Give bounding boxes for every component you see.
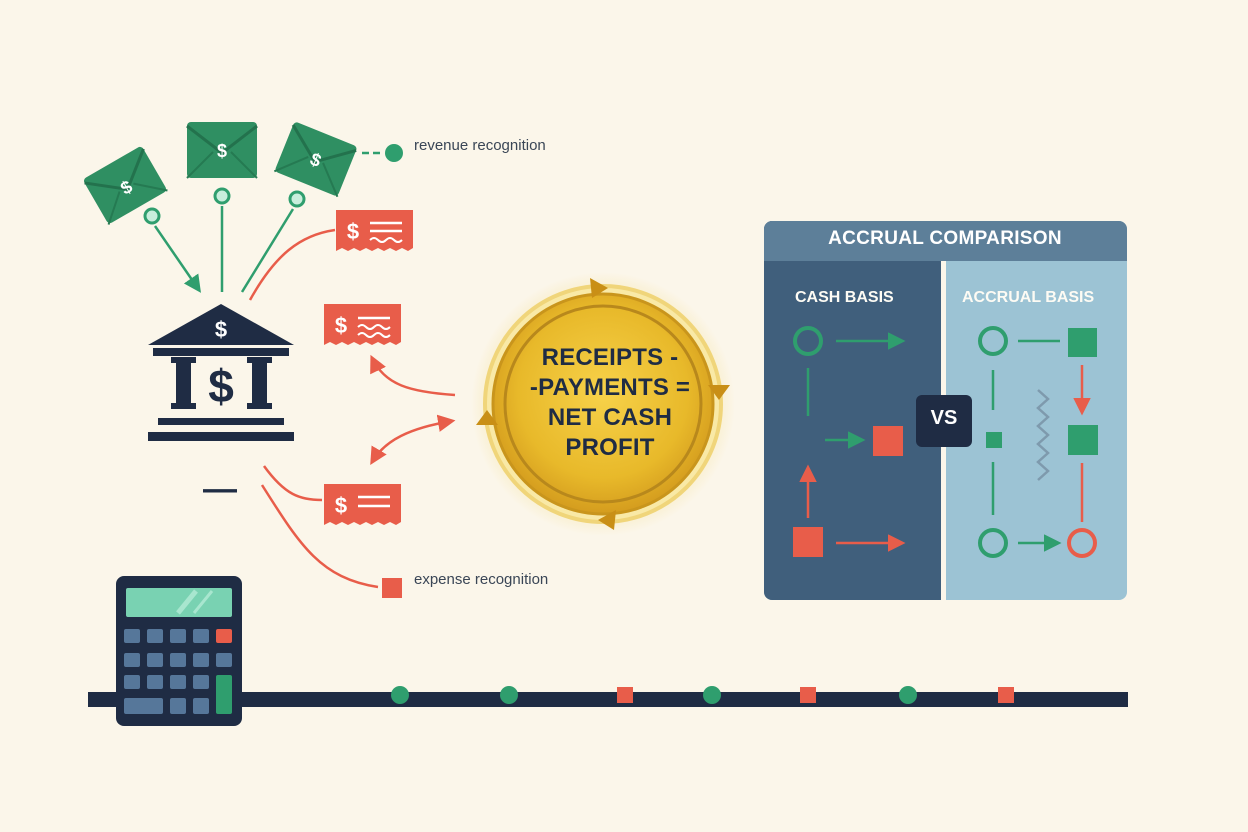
envelope-money-icon-3: $ <box>273 122 357 198</box>
currency-symbol: $ <box>335 313 347 338</box>
timeline-marker-revenue <box>703 686 721 704</box>
timeline-markers <box>391 686 1014 704</box>
vs-label: VS <box>930 407 958 429</box>
envelope-money-icon-2: $ <box>186 122 258 179</box>
expense-legend-square <box>382 578 402 598</box>
accrual-basis-flow <box>978 326 1098 558</box>
node-dot <box>288 190 306 208</box>
currency-symbol: $ <box>335 493 347 518</box>
timeline-marker-revenue <box>500 686 518 704</box>
revenue-recognition-label: revenue recognition <box>414 137 546 154</box>
expense-recognition-label: expense recognition <box>414 571 549 588</box>
currency-symbol: $ <box>208 360 234 412</box>
timeline-marker-expense <box>800 687 816 703</box>
minus-sign: — <box>203 470 237 508</box>
formula-text: RECEIPTS - -PAYMENTS = NET CASH PROFIT <box>510 343 710 463</box>
flow-line <box>262 465 323 502</box>
flow-line <box>248 228 336 301</box>
timeline-marker-expense <box>998 687 1014 703</box>
timeline-marker-revenue <box>391 686 409 704</box>
flow-arrow <box>370 414 456 466</box>
currency-symbol: $ <box>215 317 227 342</box>
timeline-bar <box>88 692 1128 707</box>
cash-basis-title: CASH BASIS <box>795 289 894 306</box>
timeline-marker-revenue <box>899 686 917 704</box>
flow-arrow <box>370 354 456 397</box>
formula-line: -PAYMENTS = <box>529 374 691 401</box>
receipt-icon-1: $ <box>336 210 413 251</box>
accrual-basis-title: ACCRUAL BASIS <box>962 289 1095 306</box>
formula-line: NET CASH <box>547 404 673 431</box>
flow-arrow <box>153 225 201 293</box>
comparison-title: ACCRUAL COMPARISON <box>828 228 1062 249</box>
revenue-legend-dot <box>385 144 403 162</box>
node-dot <box>213 187 231 205</box>
timeline-marker-expense <box>617 687 633 703</box>
receipt-icon-2: $ <box>324 304 401 345</box>
envelope-money-icon-1: $ <box>84 146 168 225</box>
vs-badge <box>916 395 972 447</box>
currency-symbol: $ <box>217 141 227 161</box>
currency-symbol: $ <box>347 219 359 244</box>
bank-icon: $ $ <box>148 304 294 441</box>
formula-line: RECEIPTS - <box>541 344 679 371</box>
calculator-icon <box>116 576 242 726</box>
flow-line <box>260 484 379 589</box>
receipt-icon-3: $ <box>324 484 401 525</box>
cash-basis-flow <box>793 326 906 557</box>
node-dot <box>143 207 161 225</box>
flow-line <box>240 208 295 293</box>
gold-coin-icon <box>471 272 735 536</box>
formula-line: PROFIT <box>565 434 655 461</box>
